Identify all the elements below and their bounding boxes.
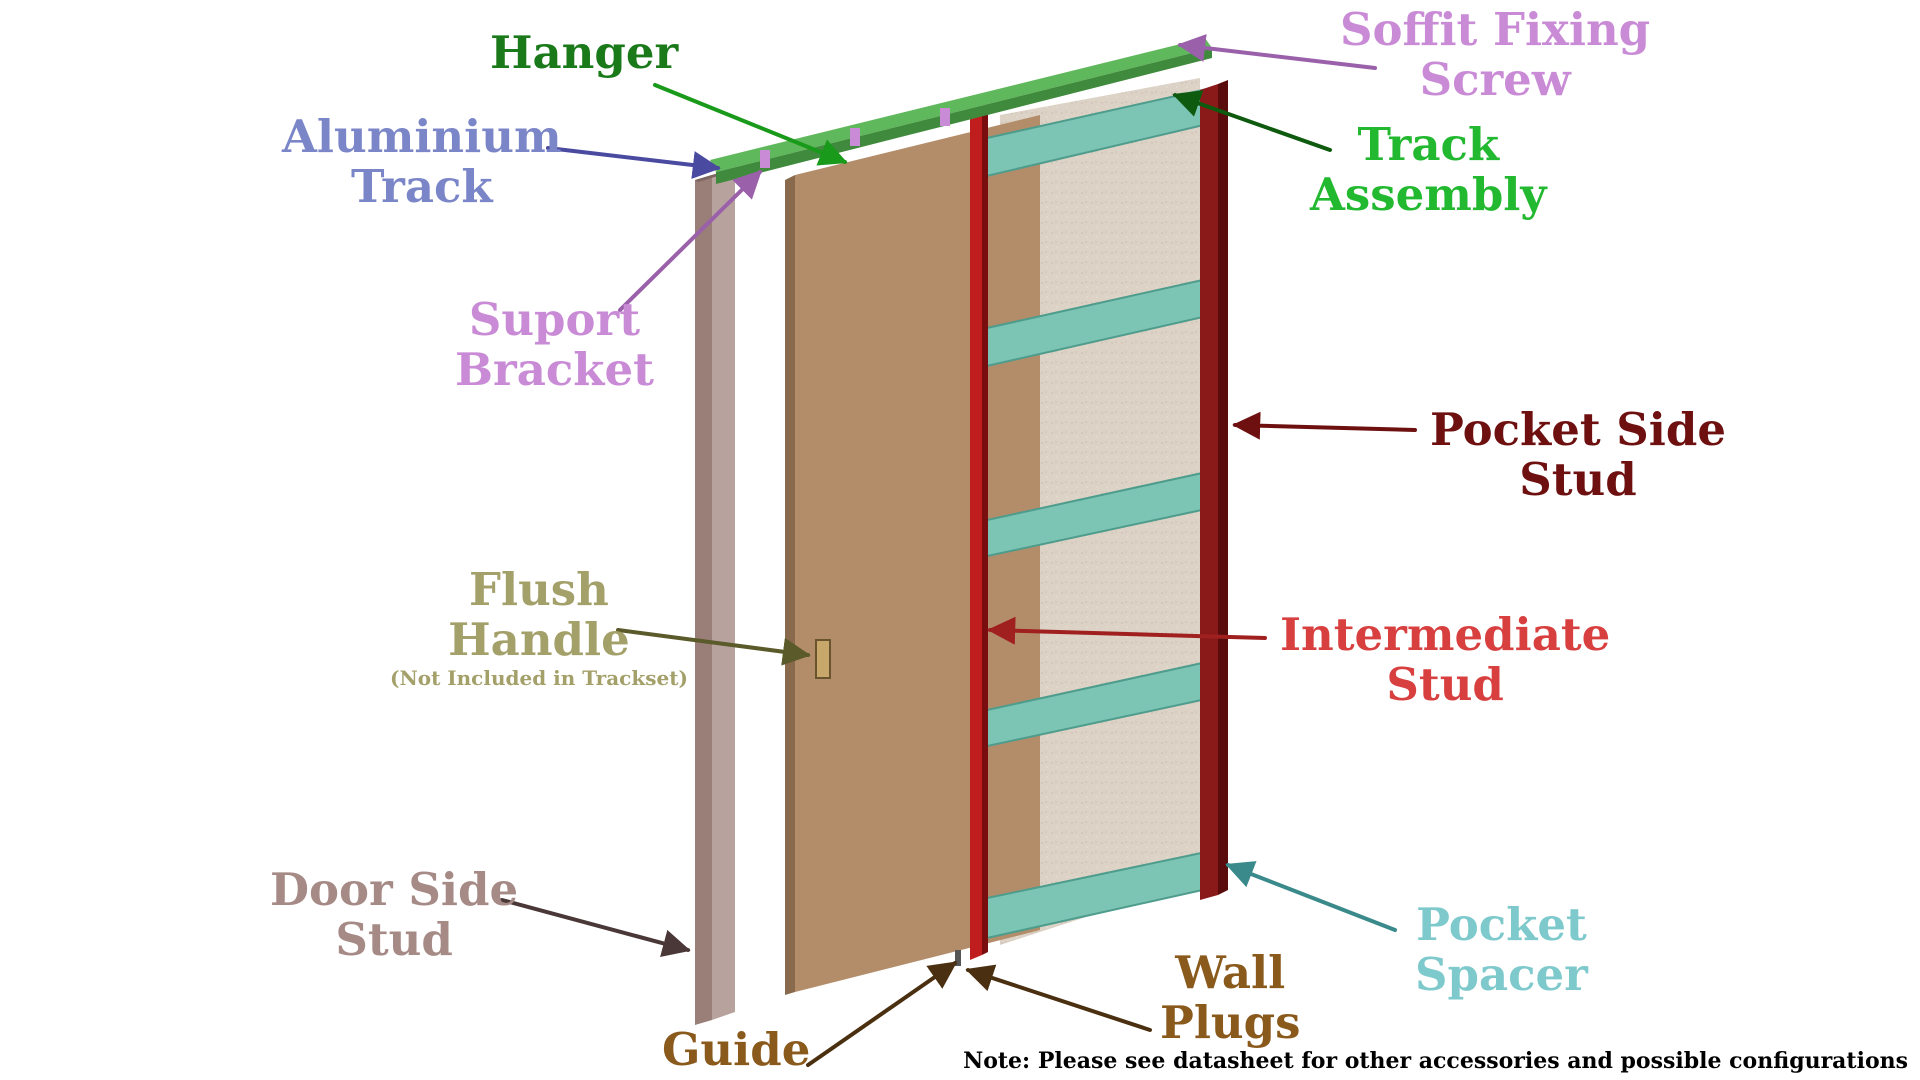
label-wall-plugs: Wall Plugs — [1160, 946, 1301, 1049]
wall-plugs-arrow — [965, 964, 1152, 1032]
aluminium-track-arrow — [546, 146, 721, 179]
label-pocket-spacer: Pocket Spacer — [1415, 898, 1588, 1001]
guide-arrow — [806, 961, 958, 1067]
label-flush-handle: Flush Handle (Not Included in Trackset) — [390, 563, 688, 691]
label-soffit-fixing-screw: Soffit Fixing Screw — [1340, 3, 1651, 106]
intermediate-red-stud — [970, 106, 988, 960]
flush-handle-note: (Not Included in Trackset) — [390, 666, 688, 690]
label-pocket-side-stud: Pocket Side Stud — [1430, 403, 1726, 506]
intermediate-stud-arrow — [987, 616, 1267, 645]
flush-handle-plate — [815, 639, 831, 679]
label-door-side-stud: Door Side Stud — [270, 863, 519, 966]
label-aluminium-track: Aluminium Track — [282, 110, 562, 213]
door-panel — [785, 115, 1040, 995]
label-intermediate-stud: Intermediate Stud — [1280, 608, 1611, 711]
floor-guide — [955, 950, 961, 966]
footer-note: Note: Please see datasheet for other acc… — [963, 1048, 1908, 1074]
label-track-assembly: Track Assembly — [1310, 118, 1547, 221]
door-side-stud — [695, 168, 738, 1025]
leader-arrows — [500, 34, 1417, 1067]
pocket-spacer-arrow — [1225, 861, 1397, 932]
track-assembly-arrow — [1172, 90, 1332, 152]
support-bracket-arrow — [618, 170, 762, 312]
label-hanger: Hanger — [490, 26, 679, 79]
label-guide: Guide — [662, 1023, 811, 1076]
label-support-bracket: Suport Bracket — [455, 293, 654, 396]
hanger-arrow — [653, 83, 848, 166]
soffit-screw-arrow — [1177, 34, 1377, 70]
pocket-side-stud-shape — [1200, 80, 1228, 900]
pocket-side-stud-arrow — [1232, 411, 1417, 440]
flush-handle-arrow — [616, 628, 811, 666]
door-side-stud-arrow — [500, 898, 691, 957]
